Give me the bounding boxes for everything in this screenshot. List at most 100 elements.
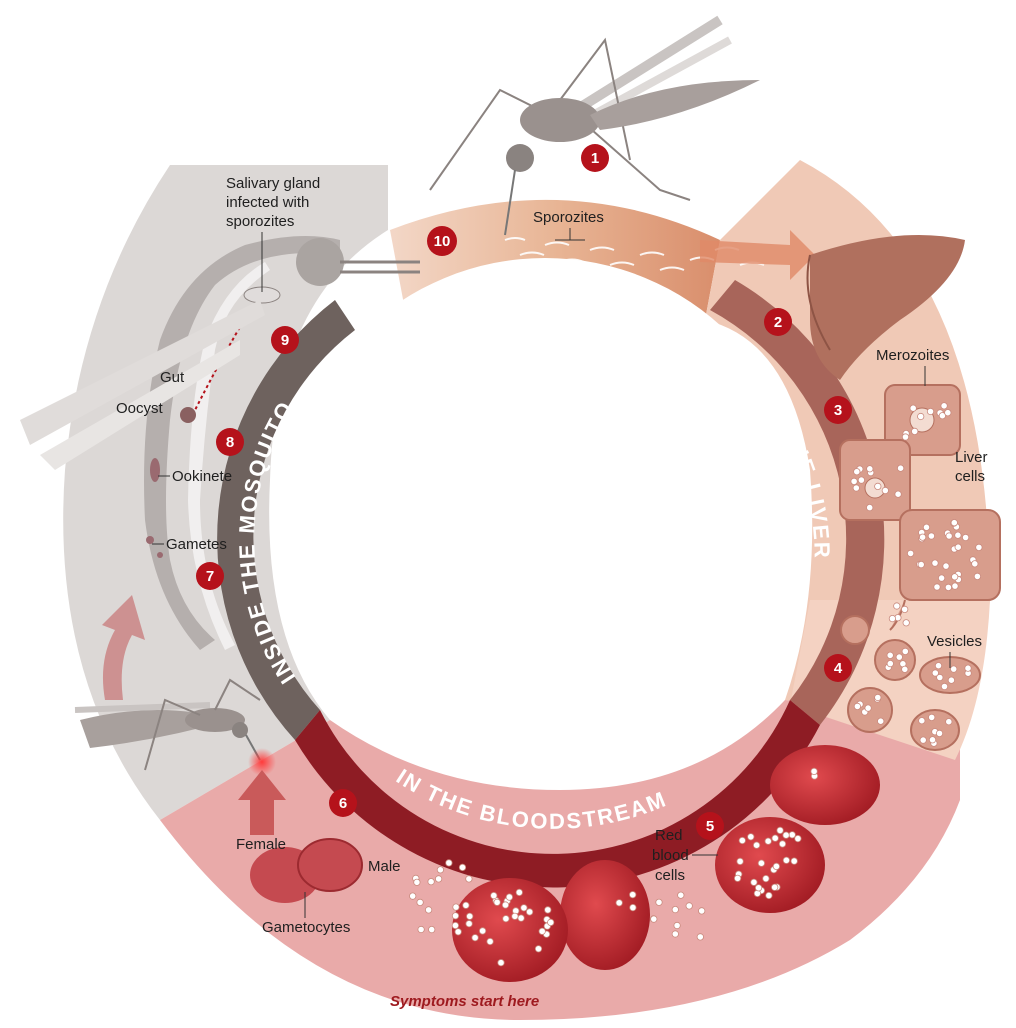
label-male: Male [368,858,401,875]
merozoite-dot [903,620,909,626]
merozoite-dot [753,842,759,848]
merozoite-dot [751,879,757,885]
merozoite-dot [783,832,789,838]
merozoite-dot [941,403,947,409]
label-female: Female [236,836,286,853]
merozoite-dot [539,928,545,934]
step-badge-4: 4 [824,654,852,682]
merozoite-dot [487,938,493,944]
merozoite-dot [414,879,420,885]
label-gametes: Gametes [166,536,227,553]
merozoite-dot [932,560,938,566]
label-ookinete: Ookinete [172,468,232,485]
merozoite-dot [410,893,416,899]
label-salivary-gland: Salivary gland [226,175,320,192]
merozoite-dot [867,466,873,472]
label-merozoites: Merozoites [876,347,949,364]
merozoite-dot [867,504,873,510]
merozoite-dot [902,648,908,654]
merozoite-dot [765,838,771,844]
merozoite-dot [491,892,497,898]
merozoite-dot [467,913,473,919]
merozoite-dot [929,714,935,720]
svg-text:5: 5 [706,818,714,835]
merozoite-dot [811,768,817,774]
label-red-blood-cells: Red [655,827,683,844]
merozoite-dot [897,465,903,471]
merozoite-dot [466,876,472,882]
merozoite-dot [938,575,944,581]
merozoite-dot [946,719,952,725]
step-badge-8: 8 [216,428,244,456]
red-blood-cell [770,745,880,825]
label-liver-cells-2: cells [955,468,985,485]
merozoite-dot [772,884,778,890]
merozoite-dot [945,584,951,590]
merozoite-dot [672,906,678,912]
oocyst-icon [180,407,196,423]
merozoite-dot [951,666,957,672]
merozoite-dot [734,875,740,881]
merozoite-dot [672,931,678,937]
merozoite-dot [919,534,925,540]
merozoite-dot [548,919,554,925]
merozoite-dot [651,916,657,922]
merozoite-dot [739,837,745,843]
merozoite-dot [697,934,703,940]
merozoite-dot [777,827,783,833]
merozoite-dot [962,534,968,540]
step-badge-6: 6 [329,789,357,817]
svg-text:6: 6 [339,795,347,812]
top-mosquito-illustration [430,20,760,235]
merozoite-dot [896,654,902,660]
merozoite-dot [955,544,961,550]
merozoite-dot [965,665,971,671]
merozoite-dot [887,652,893,658]
merozoite-dot [758,860,764,866]
merozoite-dot [472,935,478,941]
merozoite-dot [918,561,924,567]
merozoite-dot [935,663,941,669]
merozoite-dot [630,892,636,898]
label-gut: Gut [160,369,185,386]
merozoite-dot [783,857,789,863]
merozoite-dot [498,960,504,966]
gametocyte-male [298,839,362,891]
merozoite-dot [437,867,443,873]
step-badge-9: 9 [271,326,299,354]
merozoite-dot [851,478,857,484]
merozoite-dot [429,926,435,932]
merozoite-dot [854,469,860,475]
merozoite-dot [452,922,458,928]
merozoite-dot [920,737,926,743]
merozoite-dot [952,574,958,580]
label-liver-cells: Liver [955,449,988,466]
svg-text:4: 4 [834,660,843,677]
merozoite-dot [630,904,636,910]
label-oocyst: Oocyst [116,400,164,417]
merozoite-dot [972,561,978,567]
label-gametocytes: Gametocytes [262,919,350,936]
merozoite-dot [674,922,680,928]
merozoite-dot [453,904,459,910]
merozoite-dot [936,730,942,736]
merozoite-dot [929,737,935,743]
merozoite-dot [945,410,951,416]
merozoite-dot [791,858,797,864]
label-symptoms: Symptoms start here [390,993,539,1010]
merozoite-dot [946,533,952,539]
label-red-blood-cells-3: cells [655,867,685,884]
step-badge-3: 3 [824,396,852,424]
merozoite-dot [875,694,881,700]
merozoite-dot [616,900,622,906]
svg-text:7: 7 [206,568,214,585]
merozoite-dot [854,703,860,709]
merozoite-dot [932,670,938,676]
merozoite-dot [463,902,469,908]
merozoite-dot [466,921,472,927]
merozoite-dot [766,892,772,898]
merozoite-dot [506,894,512,900]
merozoite-dot [699,908,705,914]
merozoite-dot [773,863,779,869]
svg-text:1: 1 [591,150,599,167]
